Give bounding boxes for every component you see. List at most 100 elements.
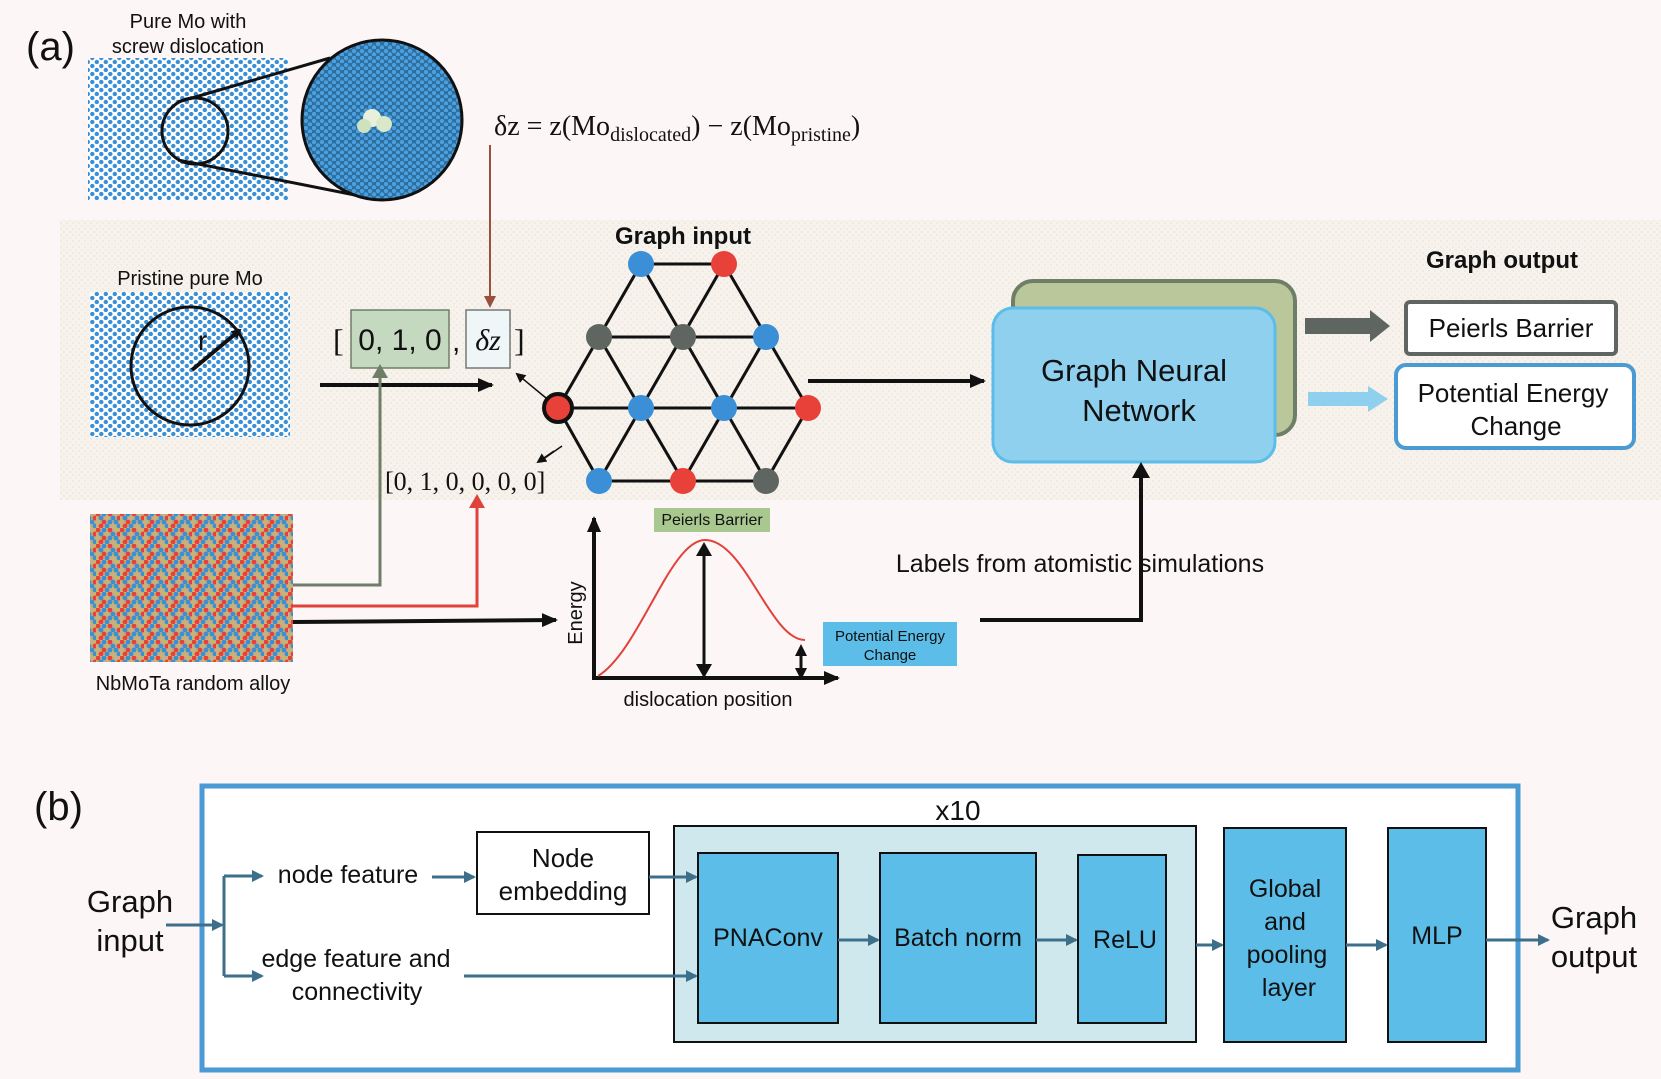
dislocated-atom-2 (376, 116, 392, 132)
peierls-arrow-down (696, 664, 712, 678)
peierls-tag (654, 508, 770, 532)
panel-a-label: (a) (26, 25, 75, 69)
energy-change-arrow-up (795, 644, 807, 656)
edge-feature-vector: [0, 1, 0, 0, 0, 0] (385, 467, 545, 496)
repeat-label: x10 (935, 795, 980, 826)
energy-plot: Energy dislocation position Peierls Barr… (565, 508, 957, 711)
graph-input-title: Graph input (615, 223, 751, 250)
pristine-lattice (90, 292, 290, 437)
node-feature-vector: [ 0, 1, 0 , δz ] (333, 309, 525, 369)
pristine-title: Pristine pure Mo (117, 268, 263, 290)
alloy-title: NbMoTa random alloy (96, 673, 291, 695)
node-vector-open: [ (333, 322, 344, 358)
pe-tag-line1: Potential Energy (835, 628, 946, 645)
gnn-block (991, 306, 1277, 464)
pnaconv-label: PNAConv (713, 924, 823, 952)
graph-node-blue (753, 324, 779, 350)
zoom-line-top (177, 56, 331, 104)
zoom-line-bottom (177, 158, 361, 198)
node-vector-comma: , (452, 325, 460, 358)
graph-node-blue (711, 395, 737, 421)
mlp-box[interactable] (1387, 827, 1487, 1043)
edge-pointer-arrow (536, 450, 555, 464)
output-peierls-box (1404, 300, 1618, 356)
alloy-edge-arrowhead (469, 494, 485, 508)
output-energy-label-line1: Potential Energy (1418, 378, 1609, 408)
pe-tag-line2: Change (864, 647, 917, 664)
node-embedding-box (476, 831, 650, 915)
batch-norm-box[interactable] (879, 852, 1037, 1024)
alloy-species-arrowhead (372, 364, 388, 378)
position-axis-label: dislocation position (624, 689, 793, 711)
graph-input-b-line2: input (96, 923, 164, 958)
formula-rhs: ) (851, 111, 860, 142)
panel-a-band (60, 220, 1661, 500)
graph-node-highlighted (542, 392, 574, 424)
energy-output-arrow-body (1308, 392, 1370, 406)
cutoff-radius-circle (129, 305, 251, 427)
batch-norm-label: Batch norm (894, 924, 1022, 952)
formula-lhs: δz = z(Mo (494, 111, 610, 142)
graph-node-red (795, 395, 821, 421)
graph-node-blue (628, 395, 654, 421)
labels-caption: Labels from atomistic simulations (896, 550, 1264, 578)
panel-a: (a) Pure Mo with screw dislocation δz = … (26, 11, 1661, 711)
node-vector-delta: δz (475, 324, 501, 357)
delta-z-formula: δz = z(Modislocated) − z(Mopristine) (494, 111, 860, 146)
graph-output-b-line2: output (1551, 939, 1638, 974)
radius-arrow (190, 328, 242, 372)
pooling-box[interactable] (1223, 827, 1347, 1043)
pooling-line2: and (1264, 908, 1306, 936)
graph-output-title: Graph output (1426, 247, 1578, 274)
dislocated-atom-3 (357, 119, 371, 133)
pooling-line4: layer (1262, 974, 1316, 1002)
graph-node-gray (753, 468, 779, 494)
node-vector-species-box (350, 309, 450, 369)
labels-connector (980, 466, 1143, 622)
node-vector-close: ] (514, 322, 525, 358)
energy-output-arrow-head (1368, 386, 1388, 412)
graph-nodes (542, 251, 821, 494)
screw-title-line1: Pure Mo with (130, 11, 247, 33)
alloy-lattice (90, 514, 293, 662)
pnaconv-box[interactable] (697, 852, 839, 1024)
peierls-output-arrow-body (1305, 318, 1375, 334)
output-peierls-label: Peierls Barrier (1429, 313, 1594, 343)
graph-input-b-line1: Graph (87, 884, 173, 919)
formula-sub-dislocated: dislocated (610, 124, 691, 146)
mlp-label: MLP (1411, 922, 1462, 950)
pooling-line3: pooling (1247, 941, 1328, 969)
edge-feature-label-line2: connectivity (292, 978, 423, 1006)
gnn-label-line2: Network (1082, 393, 1196, 428)
graph-node-gray (670, 324, 696, 350)
node-feature-label: node feature (278, 861, 418, 889)
relu-label: ReLU (1093, 926, 1157, 954)
panel-b: (b) Graph input node feature edge featur… (34, 783, 1638, 1073)
formula-mid: ) − z(Mo (691, 111, 791, 142)
edge-feature-label-line1: edge feature and (261, 945, 450, 973)
alloy-to-energy-arrow (292, 613, 558, 628)
peierls-output-arrow-head (1370, 310, 1390, 342)
relu-box[interactable] (1077, 854, 1167, 1024)
graph-node-gray (586, 324, 612, 350)
screw-title-line2: screw dislocation (112, 36, 264, 58)
graph-output-b-line1: Graph (1551, 900, 1637, 935)
node-vector-values: 0, 1, 0 (358, 324, 441, 357)
graph-node-blue (586, 468, 612, 494)
node-pointer-arrow (515, 372, 547, 399)
node-vector-delta-box (465, 309, 511, 369)
gnn-label-line1: Graph Neural (1041, 353, 1227, 388)
peierls-tag-label: Peierls Barrier (661, 512, 763, 529)
radius-symbol: r (198, 325, 207, 356)
pooling-line1: Global (1249, 875, 1321, 903)
pe-tag (823, 622, 957, 666)
peierls-arrow-up (696, 542, 712, 556)
output-energy-box (1394, 363, 1636, 450)
graph-node-blue (628, 251, 654, 277)
panel-b-label: (b) (34, 785, 83, 829)
node-embedding-line1: Node (532, 843, 594, 873)
graph-node-red (711, 251, 737, 277)
energy-barrier-curve (597, 538, 806, 677)
alloy-species-connector (293, 375, 382, 587)
